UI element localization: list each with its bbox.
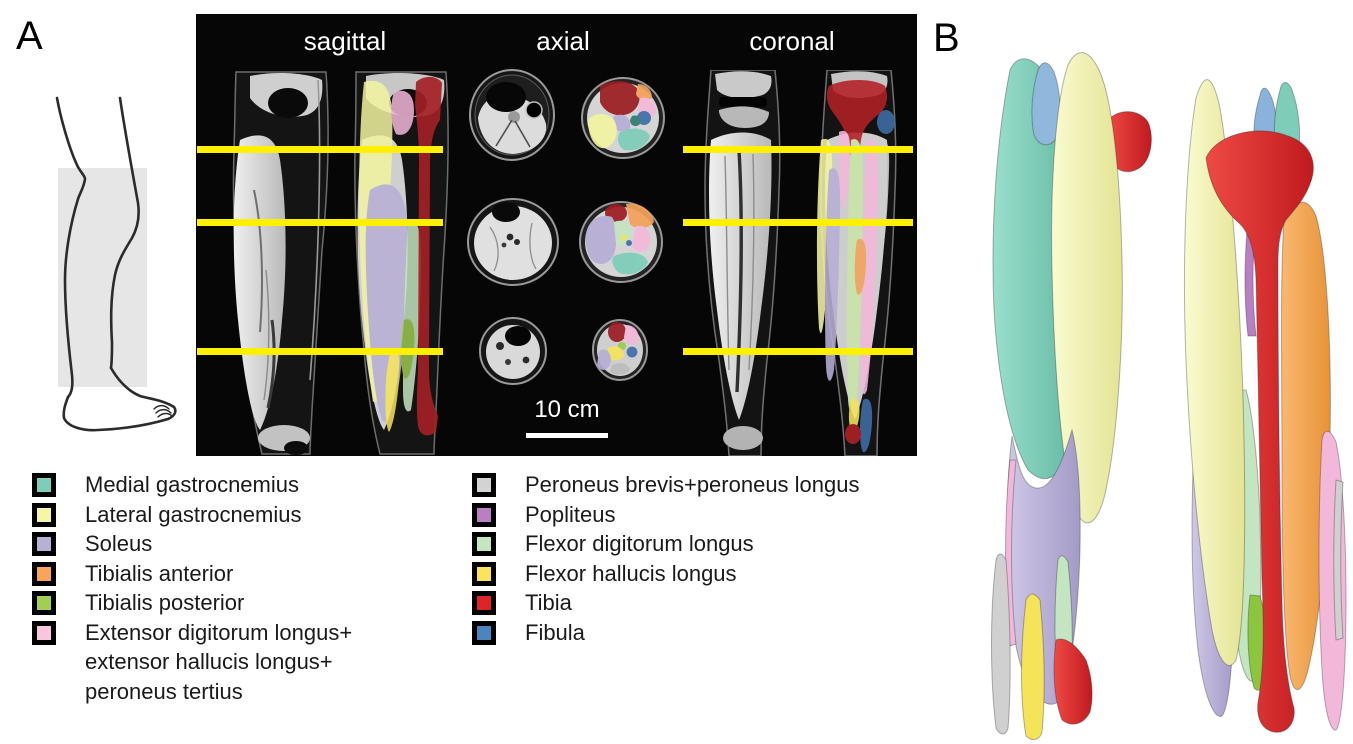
legend-item-tibialis-posterior: Tibialis posterior [32, 588, 452, 618]
legend-item-label: Tibia [525, 588, 572, 618]
render-3d-posterior [991, 52, 1152, 740]
render-3d-panel [991, 52, 1347, 740]
scale-bar [526, 433, 608, 438]
legend-swatch-flexor-hallucis-longus [472, 561, 496, 586]
mri-panel: sagittal axial coronal [196, 14, 917, 456]
legend-item-fibula: Fibula [472, 618, 912, 648]
legend-label-line: Extensor digitorum longus+ [85, 619, 353, 645]
legend-item-label: Flexor digitorum longus [525, 529, 754, 559]
legend-swatch-fibula [472, 620, 496, 645]
legend-item-lateral-gastrocnemius: Lateral gastrocnemius [32, 500, 452, 530]
legend-label-line: Tibia [525, 590, 572, 615]
panel-a-label: A [16, 14, 43, 58]
sagittal-mri-segmented [354, 71, 449, 455]
legend-swatch-popliteus [472, 502, 496, 527]
legend-item-tibia: Tibia [472, 588, 912, 618]
slice-indicator-line [683, 146, 913, 153]
legend-label-line: Popliteus [525, 501, 616, 527]
slice-indicator-line [197, 348, 443, 355]
sagittal-view-label: sagittal [303, 26, 387, 56]
legend-item-label: Lateral gastrocnemius [85, 500, 301, 530]
leg-outline-drawing [55, 96, 177, 432]
axial-mri-segmented-3 [592, 319, 648, 381]
legend-item-label: Popliteus [525, 500, 616, 530]
slice-indicator-line [683, 348, 913, 355]
axial-view-label: axial [536, 26, 590, 56]
render-3d-anterior [1183, 79, 1347, 733]
scan-coverage-box [58, 168, 147, 387]
axial-mri-segmented-2 [579, 201, 663, 283]
slice-indicator-line [197, 146, 443, 153]
sagittal-mri-plain [232, 71, 329, 455]
coronal-mri-segmented [816, 70, 897, 456]
legend-item-flexor-digitorum-longus: Flexor digitorum longus [472, 529, 912, 559]
scale-bar-label: 10 cm [534, 396, 600, 423]
legend-label-line: Flexor hallucis longus [525, 560, 737, 586]
axial-mri-plain-3 [479, 317, 547, 385]
legend-swatch-tibia [472, 591, 496, 615]
legend-label-line: Flexor digitorum longus [525, 531, 754, 556]
leg-outline-path [55, 96, 177, 432]
legend-item-label: Flexor hallucis longus [525, 559, 737, 589]
legend-label-line: extensor hallucis longus+ [85, 649, 333, 674]
legend-item-medial-gastrocnemius: Medial gastrocnemius [32, 470, 452, 500]
legend-item-soleus: Soleus [32, 529, 452, 559]
legend-item-tibialis-anterior: Tibialis anterior [32, 559, 452, 589]
axial-mri-segmented-1 [581, 77, 665, 159]
coronal-view-label: coronal [749, 26, 835, 56]
legend-swatch-peroneus-group [472, 473, 496, 497]
legend-swatch-soleus [32, 532, 56, 556]
legend-item-label: Soleus [85, 529, 152, 559]
slice-indicator-line [683, 219, 913, 226]
legend-swatch-lateral-gastrocnemius [32, 502, 56, 527]
legend-swatch-tibialis-anterior [32, 561, 56, 586]
legend-swatch-extensor-group [32, 620, 56, 645]
legend-item-extensor-group: Extensor digitorum longus+ extensor hallu… [32, 618, 452, 707]
legend-item-label: Peroneus brevis+peroneus longus [525, 470, 860, 500]
slice-indicator-line [197, 219, 443, 226]
legend-label-line: Peroneus brevis+peroneus longus [525, 472, 860, 497]
legend-label-line: Medial gastrocnemius [85, 472, 299, 497]
legend-item-label: Tibialis posterior [85, 588, 244, 618]
legend-item-label: Medial gastrocnemius [85, 470, 299, 500]
legend-item-flexor-hallucis-longus: Flexor hallucis longus [472, 559, 912, 589]
legend-label-line: Fibula [525, 619, 585, 645]
legend-swatch-flexor-digitorum-longus [472, 532, 496, 556]
panel-b-label: B [933, 16, 960, 60]
axial-mri-plain-2 [467, 198, 559, 286]
legend-swatch-medial-gastrocnemius [32, 473, 56, 497]
legend-swatch-tibialis-posterior [32, 591, 56, 615]
coronal-mri-plain [704, 70, 781, 456]
legend-item-label: Tibialis anterior [85, 559, 233, 589]
legend-label-line: Tibialis anterior [85, 560, 234, 586]
legend-label-line: peroneus tertius [85, 678, 243, 704]
legend-label-line: Soleus [85, 531, 153, 556]
legend-item-popliteus: Popliteus [472, 500, 912, 530]
legend-label-line: Lateral gastrocnemius [85, 501, 302, 527]
legend-item-label: Extensor digitorum longus+ extensor hallu… [85, 618, 352, 707]
legend-item-peroneus-group: Peroneus brevis+peroneus longus [472, 470, 912, 500]
legend-item-label: Fibula [525, 618, 585, 648]
legend-label-line: Tibialis posterior [85, 590, 245, 615]
axial-mri-plain-1 [469, 69, 555, 161]
